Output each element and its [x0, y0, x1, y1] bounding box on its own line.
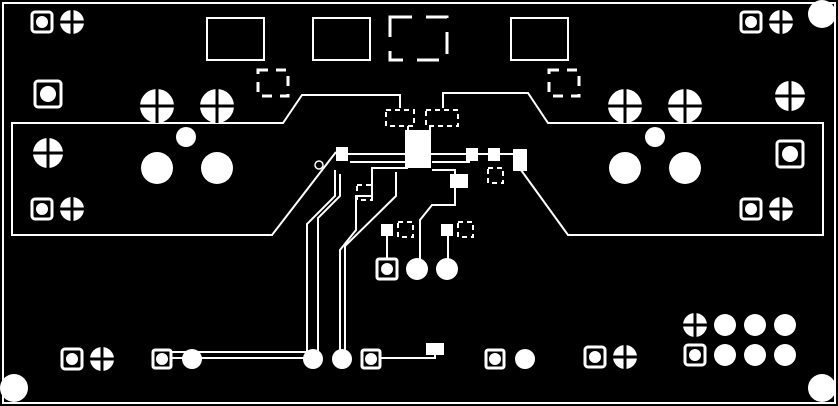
trace — [165, 126, 409, 359]
component-outline — [206, 17, 265, 61]
pad-outline-dashed — [547, 68, 581, 98]
pad-outline-dashed — [487, 167, 504, 184]
pad-outline-dashed — [256, 68, 290, 98]
pad-holes — [36, 16, 798, 365]
fiducial — [314, 160, 324, 170]
pad-outline-dashed — [425, 109, 459, 127]
pad-outline-dashed — [457, 221, 474, 238]
component-outline — [510, 17, 569, 61]
component-outline-dashed — [388, 15, 449, 62]
board-outline-left — [11, 94, 401, 236]
pad-outline-dashed — [397, 221, 414, 238]
pad-outline-dashed — [385, 109, 415, 127]
component-outline — [312, 17, 371, 61]
pad-outline-dashed — [356, 184, 373, 201]
thermal-reliefs — [33, 10, 805, 371]
square-pads — [30, 10, 805, 371]
